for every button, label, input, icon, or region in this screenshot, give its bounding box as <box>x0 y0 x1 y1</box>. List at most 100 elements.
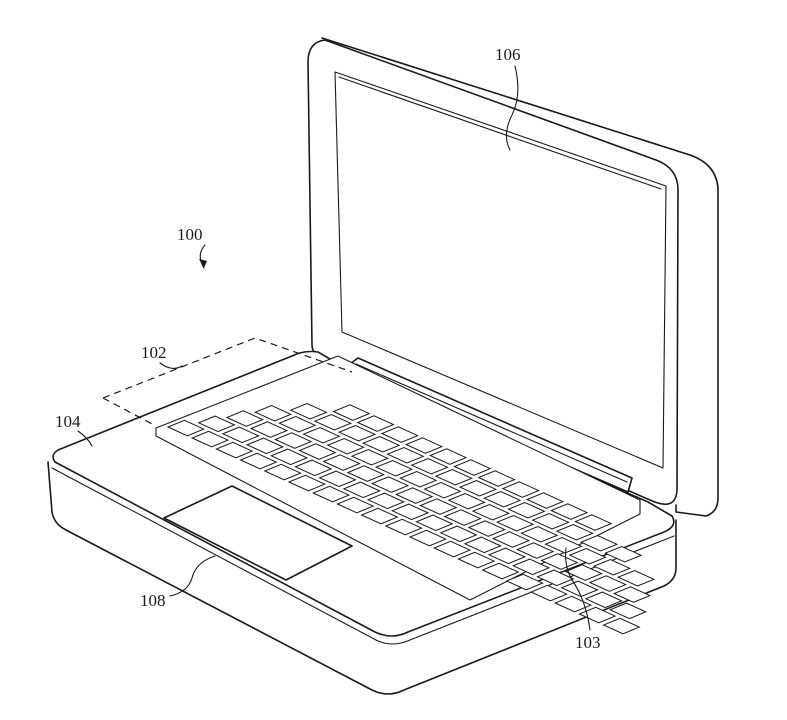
keyboard-key <box>384 518 423 536</box>
keyboard-key <box>346 465 385 482</box>
label-base: 104 <box>55 412 81 431</box>
keyboard-key <box>197 415 236 433</box>
keyboard-key <box>453 459 492 476</box>
keyboard-key <box>512 558 551 576</box>
keyboard-key <box>604 545 643 563</box>
keyboard-keys <box>166 402 656 635</box>
keyboard-key <box>467 520 506 537</box>
keyboard-key <box>612 586 652 603</box>
label-keyboard-region: 102 <box>141 343 167 362</box>
keyboard-key <box>342 481 381 499</box>
keyboard-key <box>395 487 434 504</box>
keyboard-key <box>374 459 414 477</box>
keyboard-key <box>350 448 389 466</box>
keyboard-key <box>592 558 631 576</box>
keyboard-key <box>249 421 289 438</box>
keyboard-key <box>336 496 375 514</box>
keyboard-key <box>447 492 486 510</box>
keyboard-key <box>602 617 641 635</box>
label-display: 106 <box>495 45 521 64</box>
keyboard-key <box>439 525 478 543</box>
keyboard-key <box>579 534 619 552</box>
keyboard-key <box>487 547 527 565</box>
keyboard-key <box>505 573 544 591</box>
leader-103 <box>565 547 591 631</box>
keyboard-key <box>516 542 555 559</box>
screen <box>334 71 667 469</box>
keyboard-key <box>578 606 617 624</box>
display-housing <box>307 37 719 517</box>
keyboard-key <box>429 448 468 465</box>
keyboard-key <box>221 426 260 444</box>
keyboard-key <box>294 459 333 477</box>
keyboard-key <box>491 531 531 548</box>
keyboard-key <box>337 424 377 442</box>
keyboard-key <box>553 595 593 613</box>
keyboard-key <box>481 562 520 580</box>
keyboard-key <box>313 413 352 431</box>
keyboard-key <box>540 553 579 570</box>
keyboard-key <box>410 457 449 475</box>
keyboard-key <box>239 452 278 470</box>
leader-104 <box>77 430 93 447</box>
keyboard-key <box>391 503 430 521</box>
keyboard-key <box>404 437 444 454</box>
keyboard-key <box>458 479 498 497</box>
keyboard-key <box>531 512 570 530</box>
keyboard-key <box>520 525 559 543</box>
arrow-100-icon <box>199 259 207 268</box>
keyboard-key <box>457 551 496 569</box>
keyboard-key <box>588 575 627 592</box>
keyboard-key <box>360 507 399 525</box>
keyboard-key <box>253 404 293 422</box>
keyboard-key <box>423 481 462 499</box>
keyboard-key <box>432 540 472 558</box>
keyboard-key <box>399 470 438 488</box>
trackpad <box>163 485 353 581</box>
keyboard-key <box>332 404 371 421</box>
keyboard-key <box>616 569 656 587</box>
keyboard-key <box>278 415 317 433</box>
keyboard-key <box>318 470 357 488</box>
keyboard-key <box>536 569 575 587</box>
keyboard-key <box>463 536 502 554</box>
keyboard-key <box>225 410 264 427</box>
keyboard-key <box>550 503 589 520</box>
keyboard-key <box>263 463 302 481</box>
label-trackpad: 108 <box>140 591 166 610</box>
keyboard-key <box>370 476 410 493</box>
leader-106 <box>505 65 519 151</box>
keyboard-key <box>564 564 603 581</box>
keyboard-key <box>544 536 583 554</box>
keyboard-key <box>356 415 395 432</box>
keyboard-key <box>434 468 473 486</box>
keyboard-key <box>408 529 447 547</box>
keyboard-key <box>495 514 535 532</box>
keyboard-key <box>190 430 230 448</box>
keyboard-key <box>274 432 313 449</box>
keyboard-key <box>507 501 546 519</box>
keyboard-key <box>298 443 337 460</box>
keyboard-key <box>302 426 341 444</box>
keyboard-key <box>608 602 648 620</box>
keyboard-key <box>289 402 328 420</box>
keyboard-key <box>287 474 326 492</box>
keyboard-key <box>560 580 599 598</box>
keyboard-key <box>270 448 309 466</box>
keyboard-key <box>380 426 419 443</box>
label-device: 100 <box>177 225 203 244</box>
keyboard-key <box>245 437 285 455</box>
leader-102 <box>159 362 183 369</box>
keyboard-key <box>166 419 205 437</box>
keyboard-key <box>529 584 568 602</box>
keyboard-key <box>555 523 594 541</box>
keyboard-key <box>362 435 401 453</box>
keyboard-key <box>584 591 623 609</box>
keyboard-key <box>322 454 361 471</box>
label-key: 103 <box>575 633 601 652</box>
keyboard-key <box>326 437 365 455</box>
keyboard-key <box>471 503 510 521</box>
keyboard-key <box>386 446 425 464</box>
